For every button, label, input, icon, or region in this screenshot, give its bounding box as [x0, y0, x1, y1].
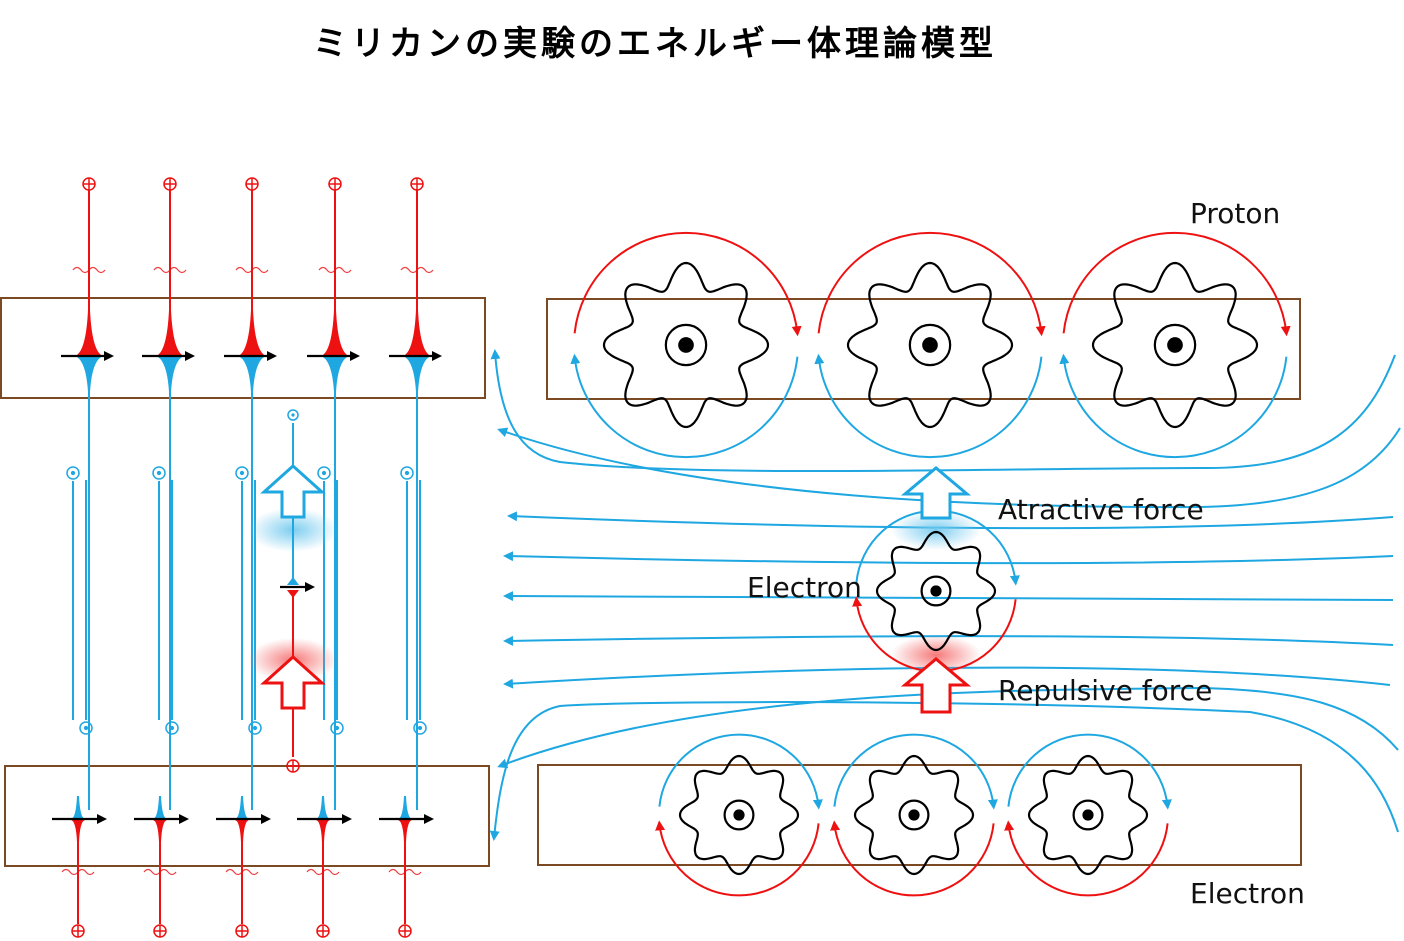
dot-icon [66, 466, 80, 480]
field-line [66, 466, 93, 735]
plus-icon [316, 924, 330, 938]
lower-plate-charge-strings [52, 796, 434, 938]
right-field-lines [489, 349, 1401, 841]
lower-charge-string [216, 796, 271, 938]
electron-middle [852, 466, 1020, 714]
repulsive-force-label: Repulsive force [998, 674, 1212, 707]
dot-icon [248, 721, 262, 735]
repulsive-glow-right [891, 635, 981, 675]
upper-charge-string [307, 177, 360, 810]
lower-charge-string [52, 796, 107, 938]
attractive-arrow-right [900, 466, 972, 520]
left-apparatus [0, 177, 490, 938]
left-field-lines [66, 466, 427, 735]
upper-charge-string [61, 177, 114, 810]
repulsive-arrow-left [260, 654, 326, 710]
right-top-plate [546, 298, 1301, 400]
field-line [235, 466, 262, 735]
electron [830, 733, 998, 897]
dot-icon [152, 466, 166, 480]
nucleus-dot-icon [1153, 323, 1197, 367]
left-top-plate [0, 297, 486, 399]
plus-icon [153, 924, 167, 938]
attractive-glow-right [891, 510, 981, 550]
dot-icon [400, 466, 414, 480]
lower-charge-string [379, 796, 434, 938]
nucleus-dot-icon [723, 799, 755, 831]
plus-icon [82, 177, 96, 191]
plus-icon [328, 177, 342, 191]
right-apparatus: Proton Atractive force Electron Repulsiv… [489, 197, 1401, 910]
electron-bottom-label: Electron [1190, 877, 1305, 910]
drop-dot-icon [287, 409, 299, 421]
plus-icon [398, 924, 412, 938]
dot-icon [330, 721, 344, 735]
nucleus-dot-icon [908, 323, 952, 367]
diagram-title: ミリカンの実験のエネルギー体理論模型 [313, 24, 997, 64]
dot-icon [235, 466, 249, 480]
dot-icon [79, 721, 93, 735]
upper-charge-string [142, 177, 195, 810]
lower-charge-string [297, 796, 352, 938]
dot-icon [165, 721, 179, 735]
nucleus-dot-icon [920, 575, 952, 607]
nucleus-dot-icon [898, 799, 930, 831]
proton [570, 231, 802, 459]
proton-label: Proton [1190, 197, 1280, 230]
field-line [152, 466, 179, 735]
upper-charge-string [224, 177, 277, 810]
attractive-arrow-left [260, 463, 326, 519]
electron [655, 733, 823, 897]
upper-plate-charge-strings [61, 177, 442, 810]
plus-icon [71, 924, 85, 938]
oil-drop [248, 409, 338, 773]
dot-icon [317, 466, 331, 480]
upper-charge-string [389, 177, 442, 810]
plus-icon [163, 177, 177, 191]
plus-icon [235, 924, 249, 938]
field-line [317, 466, 344, 735]
nucleus-dot-icon [1072, 799, 1104, 831]
electron [1004, 733, 1172, 897]
left-bottom-plate [4, 765, 490, 867]
electron-group [655, 733, 1172, 897]
proton-group [570, 231, 1291, 459]
electron-middle-label: Electron [747, 571, 862, 604]
field-line [400, 466, 427, 735]
nucleus-dot-icon [664, 323, 708, 367]
repulsive-arrow-right [900, 657, 972, 714]
plus-icon [245, 177, 259, 191]
proton [1059, 231, 1291, 459]
attractive-force-label: Atractive force [998, 493, 1204, 526]
right-bottom-plate [537, 764, 1302, 866]
lower-charge-string [134, 796, 189, 938]
dot-icon [413, 721, 427, 735]
plus-icon [410, 177, 424, 191]
proton [814, 231, 1046, 459]
